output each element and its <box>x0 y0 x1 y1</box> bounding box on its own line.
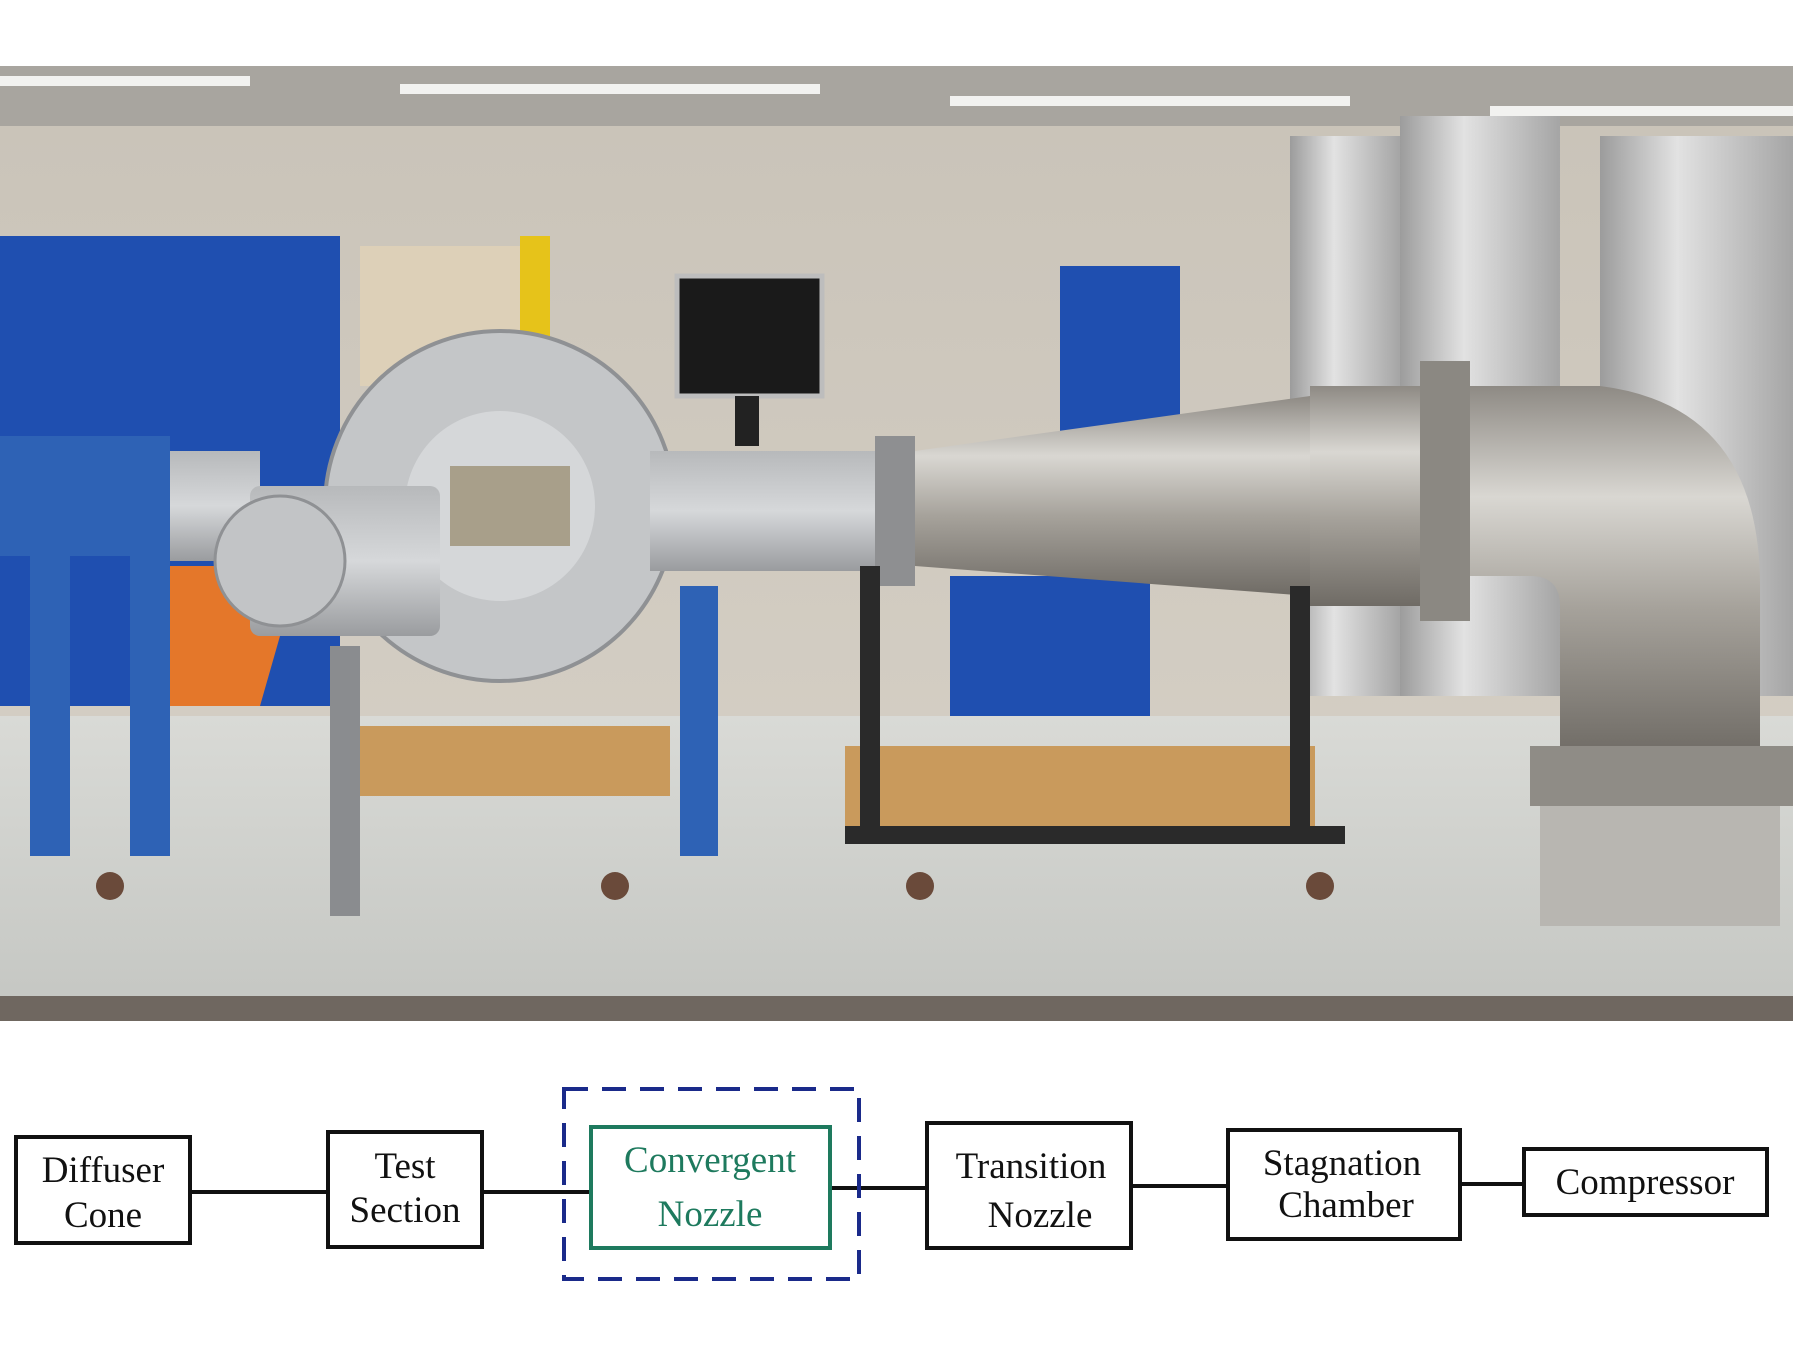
stagnation-chamber-box <box>1226 1128 1462 1241</box>
test-section-label-line2: Section <box>350 1190 461 1231</box>
transition-nozzle-label-line1: Transition <box>956 1146 1107 1187</box>
tunnel-block-diagram: Diffuser Cone Test Section Convergent No… <box>14 1087 1769 1281</box>
compressor-label: Compressor <box>1556 1162 1735 1203</box>
diffuser-cone-label-line1: Diffuser <box>42 1150 165 1191</box>
stagnation-chamber-label-line1: Stagnation <box>1263 1143 1421 1184</box>
wind-tunnel-photo <box>0 66 1793 1021</box>
test-section-label-line1: Test <box>374 1146 436 1187</box>
highlight-dashed-frame <box>562 1087 861 1281</box>
diffuser-cone-label-line2: Cone <box>64 1195 142 1236</box>
convergent-nozzle-box <box>589 1125 832 1250</box>
convergent-nozzle-label-line2: Nozzle <box>658 1194 763 1235</box>
compressor-box <box>1522 1147 1769 1217</box>
test-section-box <box>326 1130 484 1249</box>
transition-nozzle-box <box>925 1121 1133 1250</box>
convergent-nozzle-label-line1: Convergent <box>624 1140 797 1181</box>
transition-nozzle-label-line2: Nozzle <box>988 1195 1093 1236</box>
diffuser-cone-box <box>14 1135 192 1245</box>
stagnation-chamber-label-line2: Chamber <box>1278 1185 1414 1226</box>
